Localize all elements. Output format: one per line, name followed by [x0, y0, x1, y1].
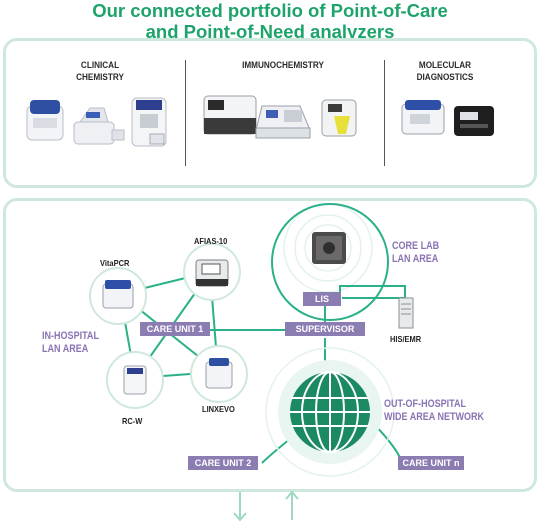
care-unit-2-box: CARE UNIT 2: [188, 456, 258, 470]
his-emr-label: HIS/EMR: [390, 334, 422, 344]
up-arrow-icon: [285, 490, 299, 520]
category-clinical-chemistry: CLINICAL CHEMISTRY: [66, 60, 135, 84]
category-label: CLINICAL: [80, 60, 120, 71]
device-label-linxevo: LINXEVO: [202, 404, 235, 414]
category-immunochemistry: IMMUNOCHEMISTRY: [236, 60, 331, 72]
device-node-rc-w: [106, 351, 164, 409]
analyzer-device-icon: [26, 100, 64, 141]
lab-analyzer-icon: [312, 232, 346, 264]
out-of-hospital-area-label: OUT-OF-HOSPITAL WIDE AREA NETWORK: [384, 398, 484, 424]
supervisor-box: SUPERVISOR: [285, 322, 365, 336]
area-label-line: IN-HOSPITAL: [42, 330, 99, 342]
care-unit-n-box: CARE UNIT n: [398, 456, 464, 470]
care-unit-1-box: CARE UNIT 1: [140, 322, 210, 336]
page-title-line-1: Our connected portfolio of Point-of-Care: [92, 0, 448, 21]
device-node-afias-10: [183, 243, 241, 301]
analyzer-device-icon: [321, 99, 357, 137]
area-label-line: WIDE AREA NETWORK: [384, 411, 485, 423]
globe-icon: [265, 347, 395, 477]
analyzer-device-icon: [203, 95, 257, 135]
server-icon: [398, 297, 414, 329]
category-label: CHEMISTRY: [76, 72, 124, 83]
device-node-linxevo: [190, 345, 248, 403]
area-label-line: CORE LAB: [392, 240, 440, 252]
area-label-line: LAN AREA: [42, 343, 89, 355]
category-label: IMMUNOCHEMISTRY: [242, 60, 324, 71]
device-label-afias-10: AFIAS-10: [194, 236, 228, 246]
lis-box: LIS: [303, 292, 341, 306]
core-lab-circle: [271, 203, 389, 321]
analyzer-device-icon: [73, 107, 125, 145]
category-label: MOLECULAR: [418, 60, 472, 71]
analyzer-illustrations: [26, 95, 494, 147]
in-hospital-area-label: IN-HOSPITAL LAN AREA: [42, 330, 99, 356]
category-label: DIAGNOSTICS: [416, 72, 474, 83]
device-label-rc-w: RC-W: [122, 416, 143, 426]
analyzer-device-icon: [255, 105, 311, 139]
area-label-line: OUT-OF-HOSPITAL: [384, 398, 467, 410]
core-lab-area-label: CORE LAB LAN AREA: [392, 240, 439, 266]
down-arrow-icon: [233, 492, 247, 522]
analyzer-device-icon: [401, 100, 445, 135]
network-panel: [3, 198, 537, 492]
page-title-line-2: and Point-of-Need analyzers: [145, 21, 395, 42]
analyzer-device-icon: [131, 97, 167, 147]
area-label-line: LAN AREA: [392, 253, 439, 265]
device-label-vitapcr: VitaPCR: [100, 258, 130, 268]
category-molecular-diagnostics: MOLECULAR DIAGNOSTICS: [406, 60, 483, 84]
analyzer-device-icon: [454, 106, 494, 136]
category-divider: [185, 60, 186, 166]
device-node-vitapcr: [89, 267, 147, 325]
category-divider: [384, 60, 385, 166]
